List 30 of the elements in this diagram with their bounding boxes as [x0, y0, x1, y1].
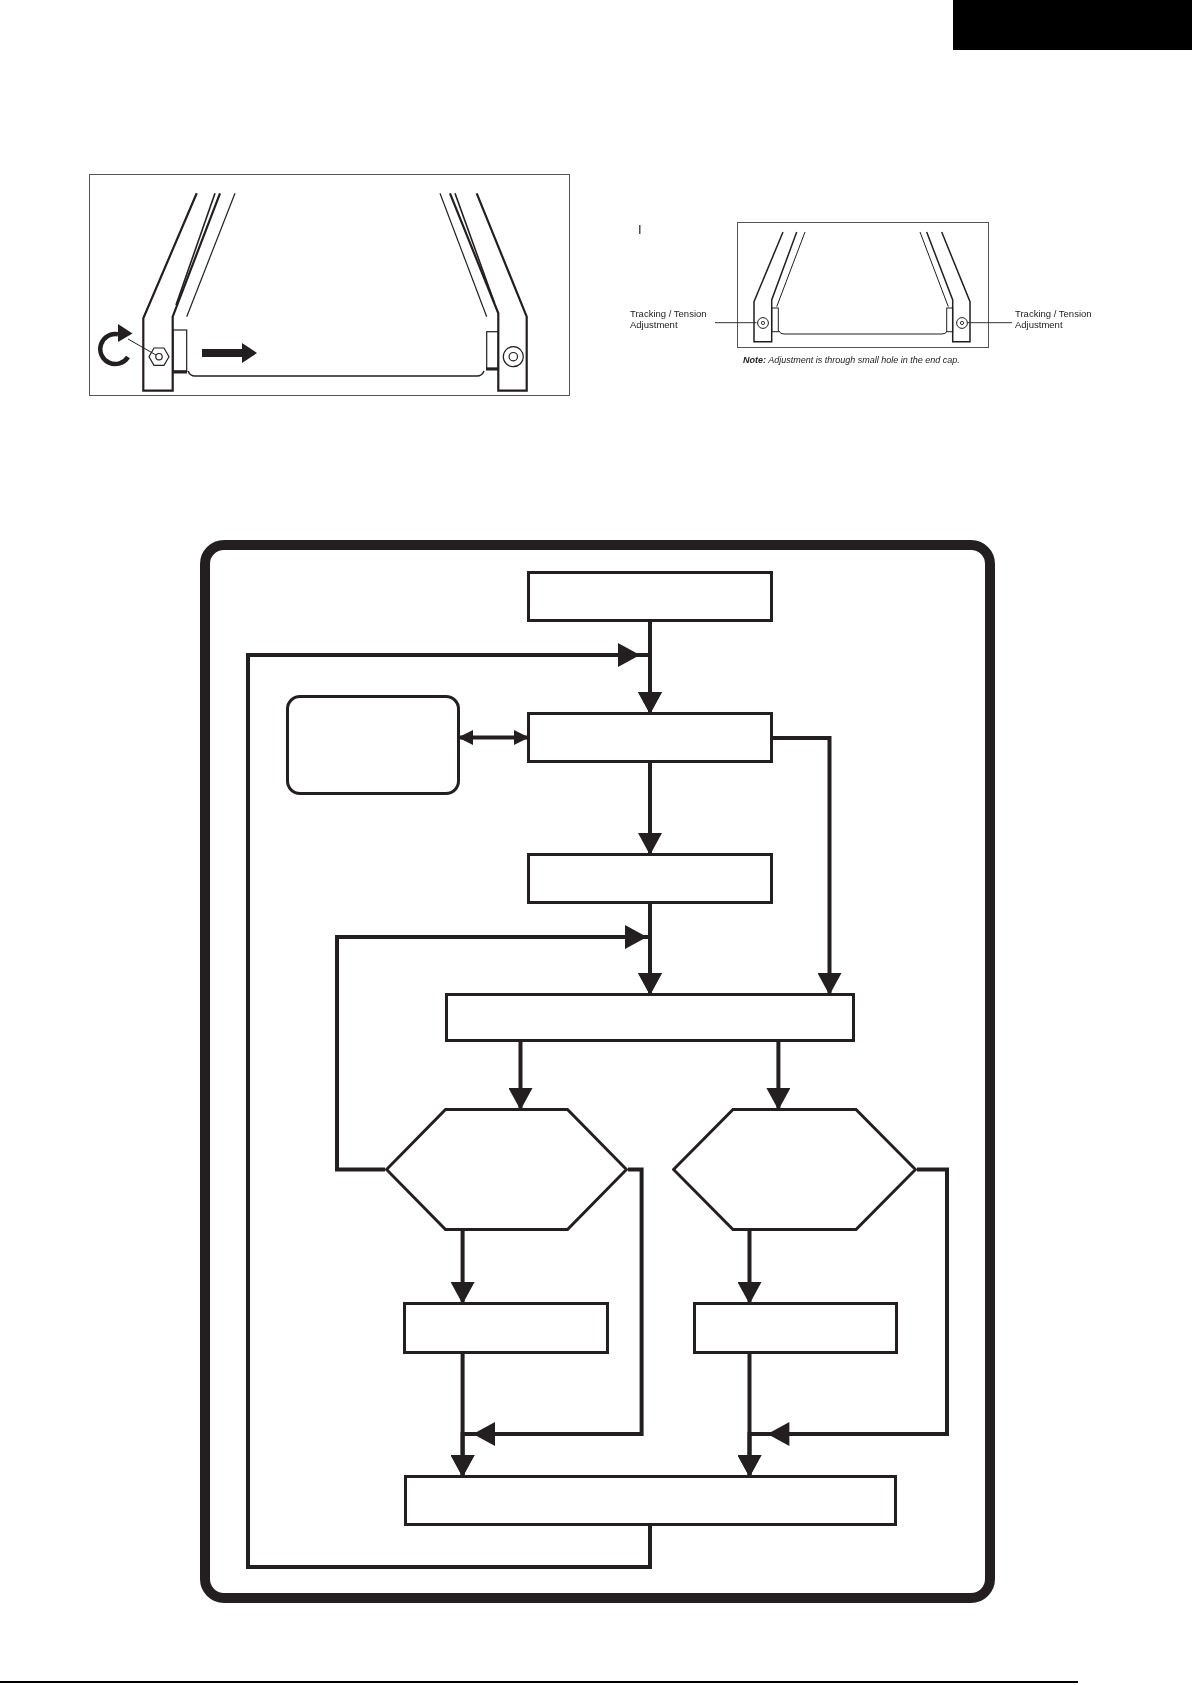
stray-letter: I: [638, 222, 642, 237]
process-box: [404, 1475, 897, 1526]
arrow: [773, 736, 842, 995]
decision-hexagon: [672, 1108, 917, 1231]
process-box: [527, 712, 773, 763]
adjustment-bolt: [955, 316, 968, 329]
process-box: [527, 571, 773, 622]
arrow: [450, 1231, 475, 1304]
rounded-box: [286, 695, 460, 795]
process-box: [693, 1302, 898, 1354]
arrow: [508, 1042, 533, 1110]
arrow: [450, 1354, 475, 1477]
leader-line: [714, 322, 758, 324]
arrow: [737, 1231, 762, 1304]
part-label: Tracking / Tension Adjustment: [630, 308, 715, 330]
arrow: [335, 925, 662, 1172]
arrow: [638, 763, 662, 855]
double-arrow: [458, 730, 529, 745]
arrow: [766, 1042, 791, 1110]
arrow: [246, 643, 662, 1569]
process-box: [527, 853, 773, 904]
part-label: Tracking / Tension Adjustment: [1012, 308, 1102, 330]
process-box: [403, 1302, 609, 1354]
note-text: Note: Adjustment is through small hole in the end cap.: [743, 355, 960, 366]
adjustment-bolt: [756, 316, 769, 329]
leader-line: [967, 322, 1013, 324]
section-tab: [953, 0, 1192, 50]
arrow: [737, 1354, 762, 1477]
decision-hexagon: [385, 1108, 628, 1231]
process-box: [445, 993, 855, 1042]
